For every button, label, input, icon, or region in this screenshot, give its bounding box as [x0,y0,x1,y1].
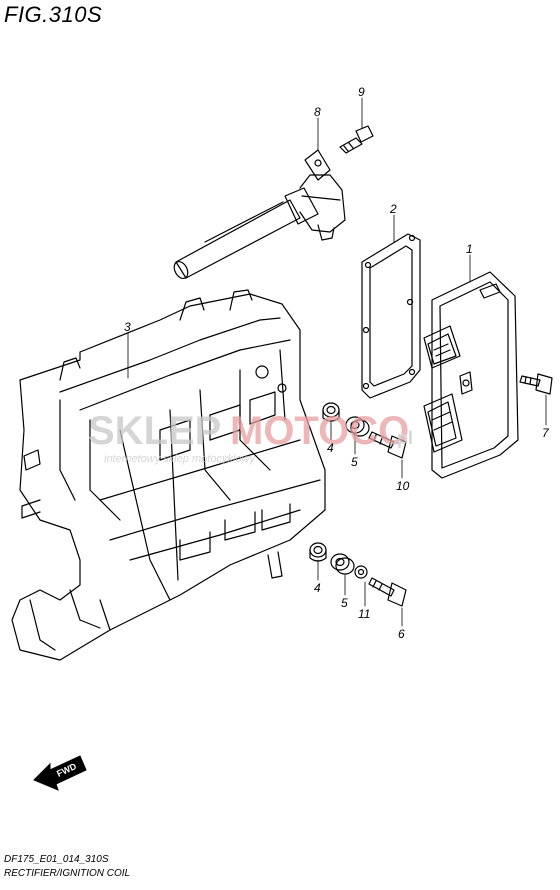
callout-1: 1 [466,242,473,256]
part-4-grommet-lower[interactable] [309,542,327,562]
diagram-caption: RECTIFIER/IGNITION COIL [4,868,131,879]
part-11-washer[interactable] [354,565,368,579]
callout-10: 10 [396,479,410,493]
callout-4-upper: 4 [327,441,334,455]
figure-title: FIG.310S [4,2,103,27]
callout-3: 3 [124,320,131,334]
callout-5-lower: 5 [341,596,348,610]
part-7-bolt[interactable] [519,373,553,395]
callout-7: 7 [542,426,550,440]
watermark-brand-right: MOTOCO [230,409,409,453]
watermark-tagline: internetowy sklep motocyklowy [104,453,257,465]
part-5-collar-upper[interactable] [345,416,370,437]
part-3-bracket[interactable] [11,289,326,661]
part-9-bolt[interactable] [339,125,374,154]
watermark-brand-left: SKLEP [88,409,221,453]
callout-11: 11 [358,607,370,621]
callout-2: 2 [389,202,397,216]
part-5-collar-lower[interactable] [330,553,355,575]
part-2-gasket[interactable] [361,233,421,399]
callout-5-upper: 5 [351,455,358,469]
fwd-arrow-icon: FWD [33,755,87,791]
callout-6: 6 [398,627,405,641]
part-6-bolt[interactable] [368,577,407,607]
callout-labels: 9 8 2 1 3 7 4 5 10 4 5 11 6 [124,85,550,641]
part-8-ignition-coil[interactable] [171,149,346,281]
callout-8: 8 [314,105,321,119]
watermark: SKLEP MOTOCO .pl internetowy sklep motoc… [88,409,413,465]
callout-4-lower: 4 [314,581,321,595]
part-1-rectifier[interactable] [423,271,519,479]
watermark-tld: .pl [392,428,413,448]
diagram-code: DF175_E01_014_310S [4,854,109,865]
callout-9: 9 [358,85,365,99]
part-10-bolt[interactable] [368,431,407,459]
